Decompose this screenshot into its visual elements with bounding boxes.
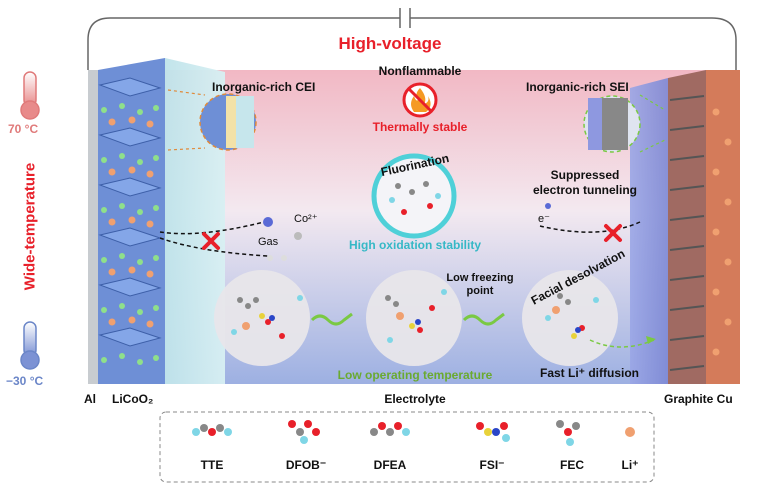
suppressed-label-2: electron tunneling	[532, 183, 637, 197]
legend-box	[159, 411, 655, 483]
wave-arrow-2	[462, 312, 505, 326]
gas-molecule	[263, 217, 273, 227]
thermometer-hot-icon	[20, 71, 40, 120]
al-collector	[88, 70, 98, 384]
graphite-layer	[668, 70, 706, 384]
cei-label: Inorganic-rich CEI	[212, 80, 316, 94]
legend-tte: TTE	[200, 458, 224, 472]
low-temp-label: Low operating temperature	[337, 368, 493, 382]
cei-zoom	[167, 89, 257, 151]
graphite-cu-label: Graphite Cu	[664, 392, 733, 406]
legend-molecules	[192, 420, 635, 446]
thermally-stable-label: Thermally stable	[372, 120, 468, 134]
temp-high: 70 °C	[8, 122, 39, 136]
graphite-sheets	[669, 95, 705, 371]
fluorination-circle	[371, 153, 457, 239]
suppressed-label-1: Suppressed	[550, 168, 620, 182]
co-label: Co²⁺	[294, 213, 318, 225]
anode-blocked-arrow	[539, 221, 641, 233]
cathode-blocked-arrows	[159, 221, 269, 257]
external-circuit	[87, 8, 737, 70]
x-mark-anode-icon	[604, 224, 622, 242]
legend-li: Li⁺	[621, 458, 639, 472]
title: High-voltage	[338, 34, 442, 53]
no-fire-icon	[402, 82, 438, 118]
x-mark-icon	[202, 232, 220, 250]
diffusion-label: Fast Li⁺ diffusion	[540, 366, 639, 380]
molecules	[231, 181, 599, 343]
li-ions-anode	[712, 108, 732, 356]
licoo2-crystal	[98, 58, 165, 384]
solvation-cluster-3	[522, 270, 618, 366]
temp-low: −30 °C	[6, 374, 44, 388]
al-label: Al	[84, 392, 96, 406]
cu-collector	[706, 70, 740, 384]
oxidation-label: High oxidation stability	[348, 238, 481, 252]
legend-fec: FEC	[560, 458, 584, 472]
nonflammable-label: Nonflammable	[378, 64, 462, 78]
licoo2-label: LiCoO₂	[112, 392, 154, 406]
sei-zoom	[583, 94, 666, 153]
low-freezing-label: Low freezing point	[446, 272, 514, 297]
sei-layer	[630, 78, 668, 384]
legend-dfob: DFOB⁻	[285, 458, 327, 472]
electron-dot	[545, 203, 551, 209]
side-label: Wide-temperature	[21, 162, 39, 291]
legend-fsi: FSI⁻	[479, 458, 505, 472]
gas-label: Gas	[258, 236, 279, 248]
co-ion	[294, 232, 302, 240]
electrolyte-label: Electrolyte	[384, 392, 446, 406]
wave-arrow-1	[310, 312, 353, 326]
sei-label: Inorganic-rich SEI	[526, 80, 629, 94]
thermometer-cold-icon	[20, 321, 40, 370]
legend-dfea: DFEA	[373, 458, 407, 472]
electron-label: e⁻	[538, 213, 550, 225]
